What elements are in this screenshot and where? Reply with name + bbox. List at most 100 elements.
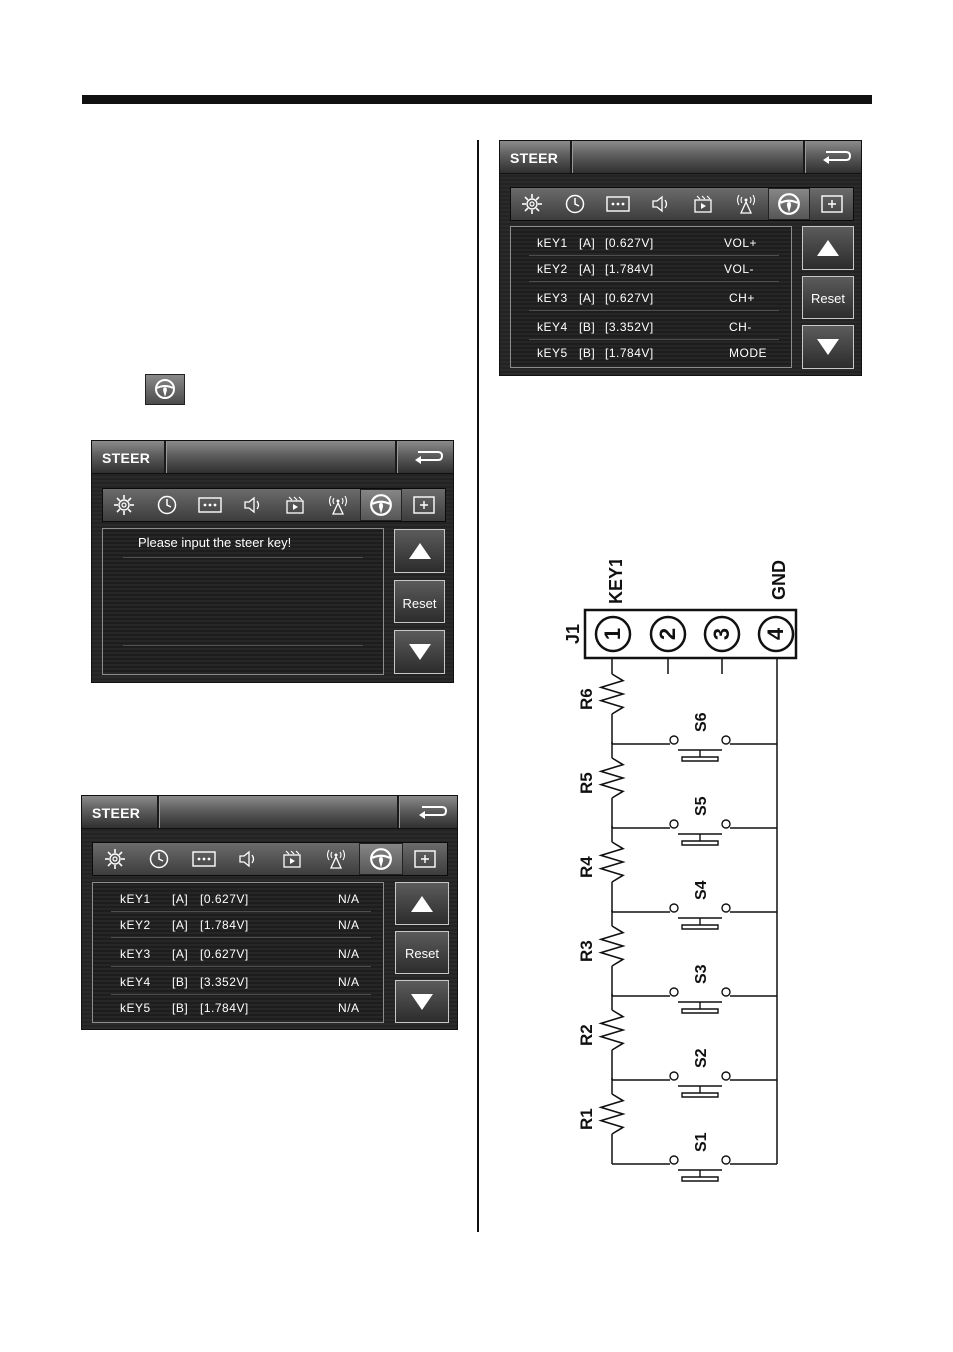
list-item[interactable]: kEY4 [B] [3.352V] N/A <box>111 969 371 995</box>
resistor <box>598 673 626 715</box>
tab-speaker[interactable] <box>231 489 274 521</box>
tab-dots[interactable] <box>189 489 232 521</box>
scroll-up-button[interactable] <box>802 226 854 270</box>
key-id: kEY3 <box>537 291 568 305</box>
row-divider <box>111 994 371 995</box>
tab-antenna[interactable] <box>314 843 358 875</box>
tab-steering-wheel[interactable] <box>359 489 403 521</box>
key-id: kEY1 <box>537 236 568 250</box>
list-item[interactable]: kEY1 [A] [0.627V] N/A <box>111 886 371 912</box>
scroll-down-button[interactable] <box>802 325 854 369</box>
steering-wheel-icon <box>369 847 393 871</box>
header-rule <box>82 95 872 104</box>
media-icon <box>284 494 306 516</box>
key-function: N/A <box>338 1001 360 1015</box>
title-separator <box>157 796 160 828</box>
tab-antenna[interactable] <box>725 188 768 220</box>
key-group: [B] <box>579 346 596 360</box>
list-item[interactable]: kEY5 [B] [1.784V] N/A <box>111 995 371 1021</box>
scroll-down-button[interactable] <box>395 980 449 1023</box>
speaker-icon <box>650 193 672 215</box>
tab-antenna[interactable] <box>317 489 360 521</box>
antenna-icon <box>325 848 347 870</box>
tab-dots[interactable] <box>182 843 226 875</box>
key-function: VOL+ <box>724 236 758 250</box>
tab-media[interactable] <box>270 843 314 875</box>
key-group: [A] <box>172 947 189 961</box>
resistor <box>598 1093 626 1135</box>
tab-dots[interactable] <box>597 188 640 220</box>
back-arrow-icon <box>823 151 852 164</box>
tab-speaker[interactable] <box>226 843 270 875</box>
tab-gear[interactable] <box>511 188 554 220</box>
speaker-icon <box>242 494 264 516</box>
pin-number: 3 <box>709 628 734 640</box>
row-divider <box>529 281 779 282</box>
back-button[interactable] <box>813 145 857 169</box>
tab-media[interactable] <box>682 188 725 220</box>
tab-plus[interactable] <box>403 843 447 875</box>
reset-button[interactable]: Reset <box>394 580 445 623</box>
tab-gear[interactable] <box>93 843 137 875</box>
screen-title: STEER <box>92 805 141 821</box>
scroll-down-button[interactable] <box>394 630 445 674</box>
list-item[interactable]: kEY1 [A] [0.627V] VOL+ <box>529 230 779 256</box>
row-divider <box>529 310 779 311</box>
dots-icon <box>191 850 216 868</box>
reset-label: Reset <box>811 291 845 306</box>
steer-screen-unassigned: STEER kEY1 [A] [0.627V] N/A kEY2 [A] [1.… <box>81 795 458 1030</box>
key-voltage: [0.627V] <box>605 291 654 305</box>
back-button[interactable] <box>405 445 449 469</box>
up-arrow-icon <box>408 543 431 559</box>
pin-number: 4 <box>763 627 788 640</box>
steer-key-panel: Please input the steer key! <box>102 528 384 675</box>
tab-clock[interactable] <box>137 843 181 875</box>
row-divider <box>529 339 779 340</box>
list-item[interactable]: kEY3 [A] [0.627V] CH+ <box>529 285 779 311</box>
media-icon <box>692 193 714 215</box>
key-group: [A] <box>579 291 596 305</box>
reset-label: Reset <box>405 946 439 961</box>
key-function: N/A <box>338 975 360 989</box>
pin-number: 2 <box>655 628 680 640</box>
connector-label: J1 <box>563 624 583 644</box>
title-bar: STEER <box>92 441 453 474</box>
resistor-label: R2 <box>577 1024 596 1046</box>
tab-steering-wheel[interactable] <box>767 188 811 220</box>
scroll-up-button[interactable] <box>395 882 449 925</box>
tab-plus[interactable] <box>402 489 445 521</box>
list-item[interactable]: kEY2 [A] [1.784V] VOL- <box>529 256 779 282</box>
list-item[interactable]: kEY2 [A] [1.784V] N/A <box>111 912 371 938</box>
steering-wheel-icon <box>145 374 185 405</box>
key-group: [B] <box>172 1001 189 1015</box>
list-item[interactable]: kEY4 [B] [3.352V] CH- <box>529 314 779 340</box>
back-button[interactable] <box>409 800 453 824</box>
title-separator <box>803 141 806 173</box>
gear-icon <box>521 193 543 215</box>
switch-label: S2 <box>693 1048 710 1068</box>
push-switch <box>678 833 722 846</box>
up-arrow-icon <box>817 240 839 256</box>
reset-button[interactable]: Reset <box>395 931 449 974</box>
tab-clock[interactable] <box>554 188 597 220</box>
reset-button[interactable]: Reset <box>802 276 854 319</box>
tab-steering-wheel[interactable] <box>358 843 403 875</box>
tab-media[interactable] <box>274 489 317 521</box>
scroll-up-button[interactable] <box>394 529 445 573</box>
back-arrow-icon <box>419 806 448 819</box>
key-function: N/A <box>338 947 360 961</box>
down-arrow-icon <box>408 644 431 660</box>
tab-speaker[interactable] <box>639 188 682 220</box>
row-divider <box>111 911 371 912</box>
list-item[interactable]: kEY3 [A] [0.627V] N/A <box>111 941 371 967</box>
tab-plus[interactable] <box>810 188 853 220</box>
row-divider <box>529 255 779 256</box>
tab-gear[interactable] <box>103 489 146 521</box>
list-item[interactable]: kEY5 [B] [1.784V] MODE <box>529 340 779 366</box>
switch-label: S3 <box>693 964 710 984</box>
down-arrow-icon <box>817 339 839 355</box>
tab-clock[interactable] <box>146 489 189 521</box>
